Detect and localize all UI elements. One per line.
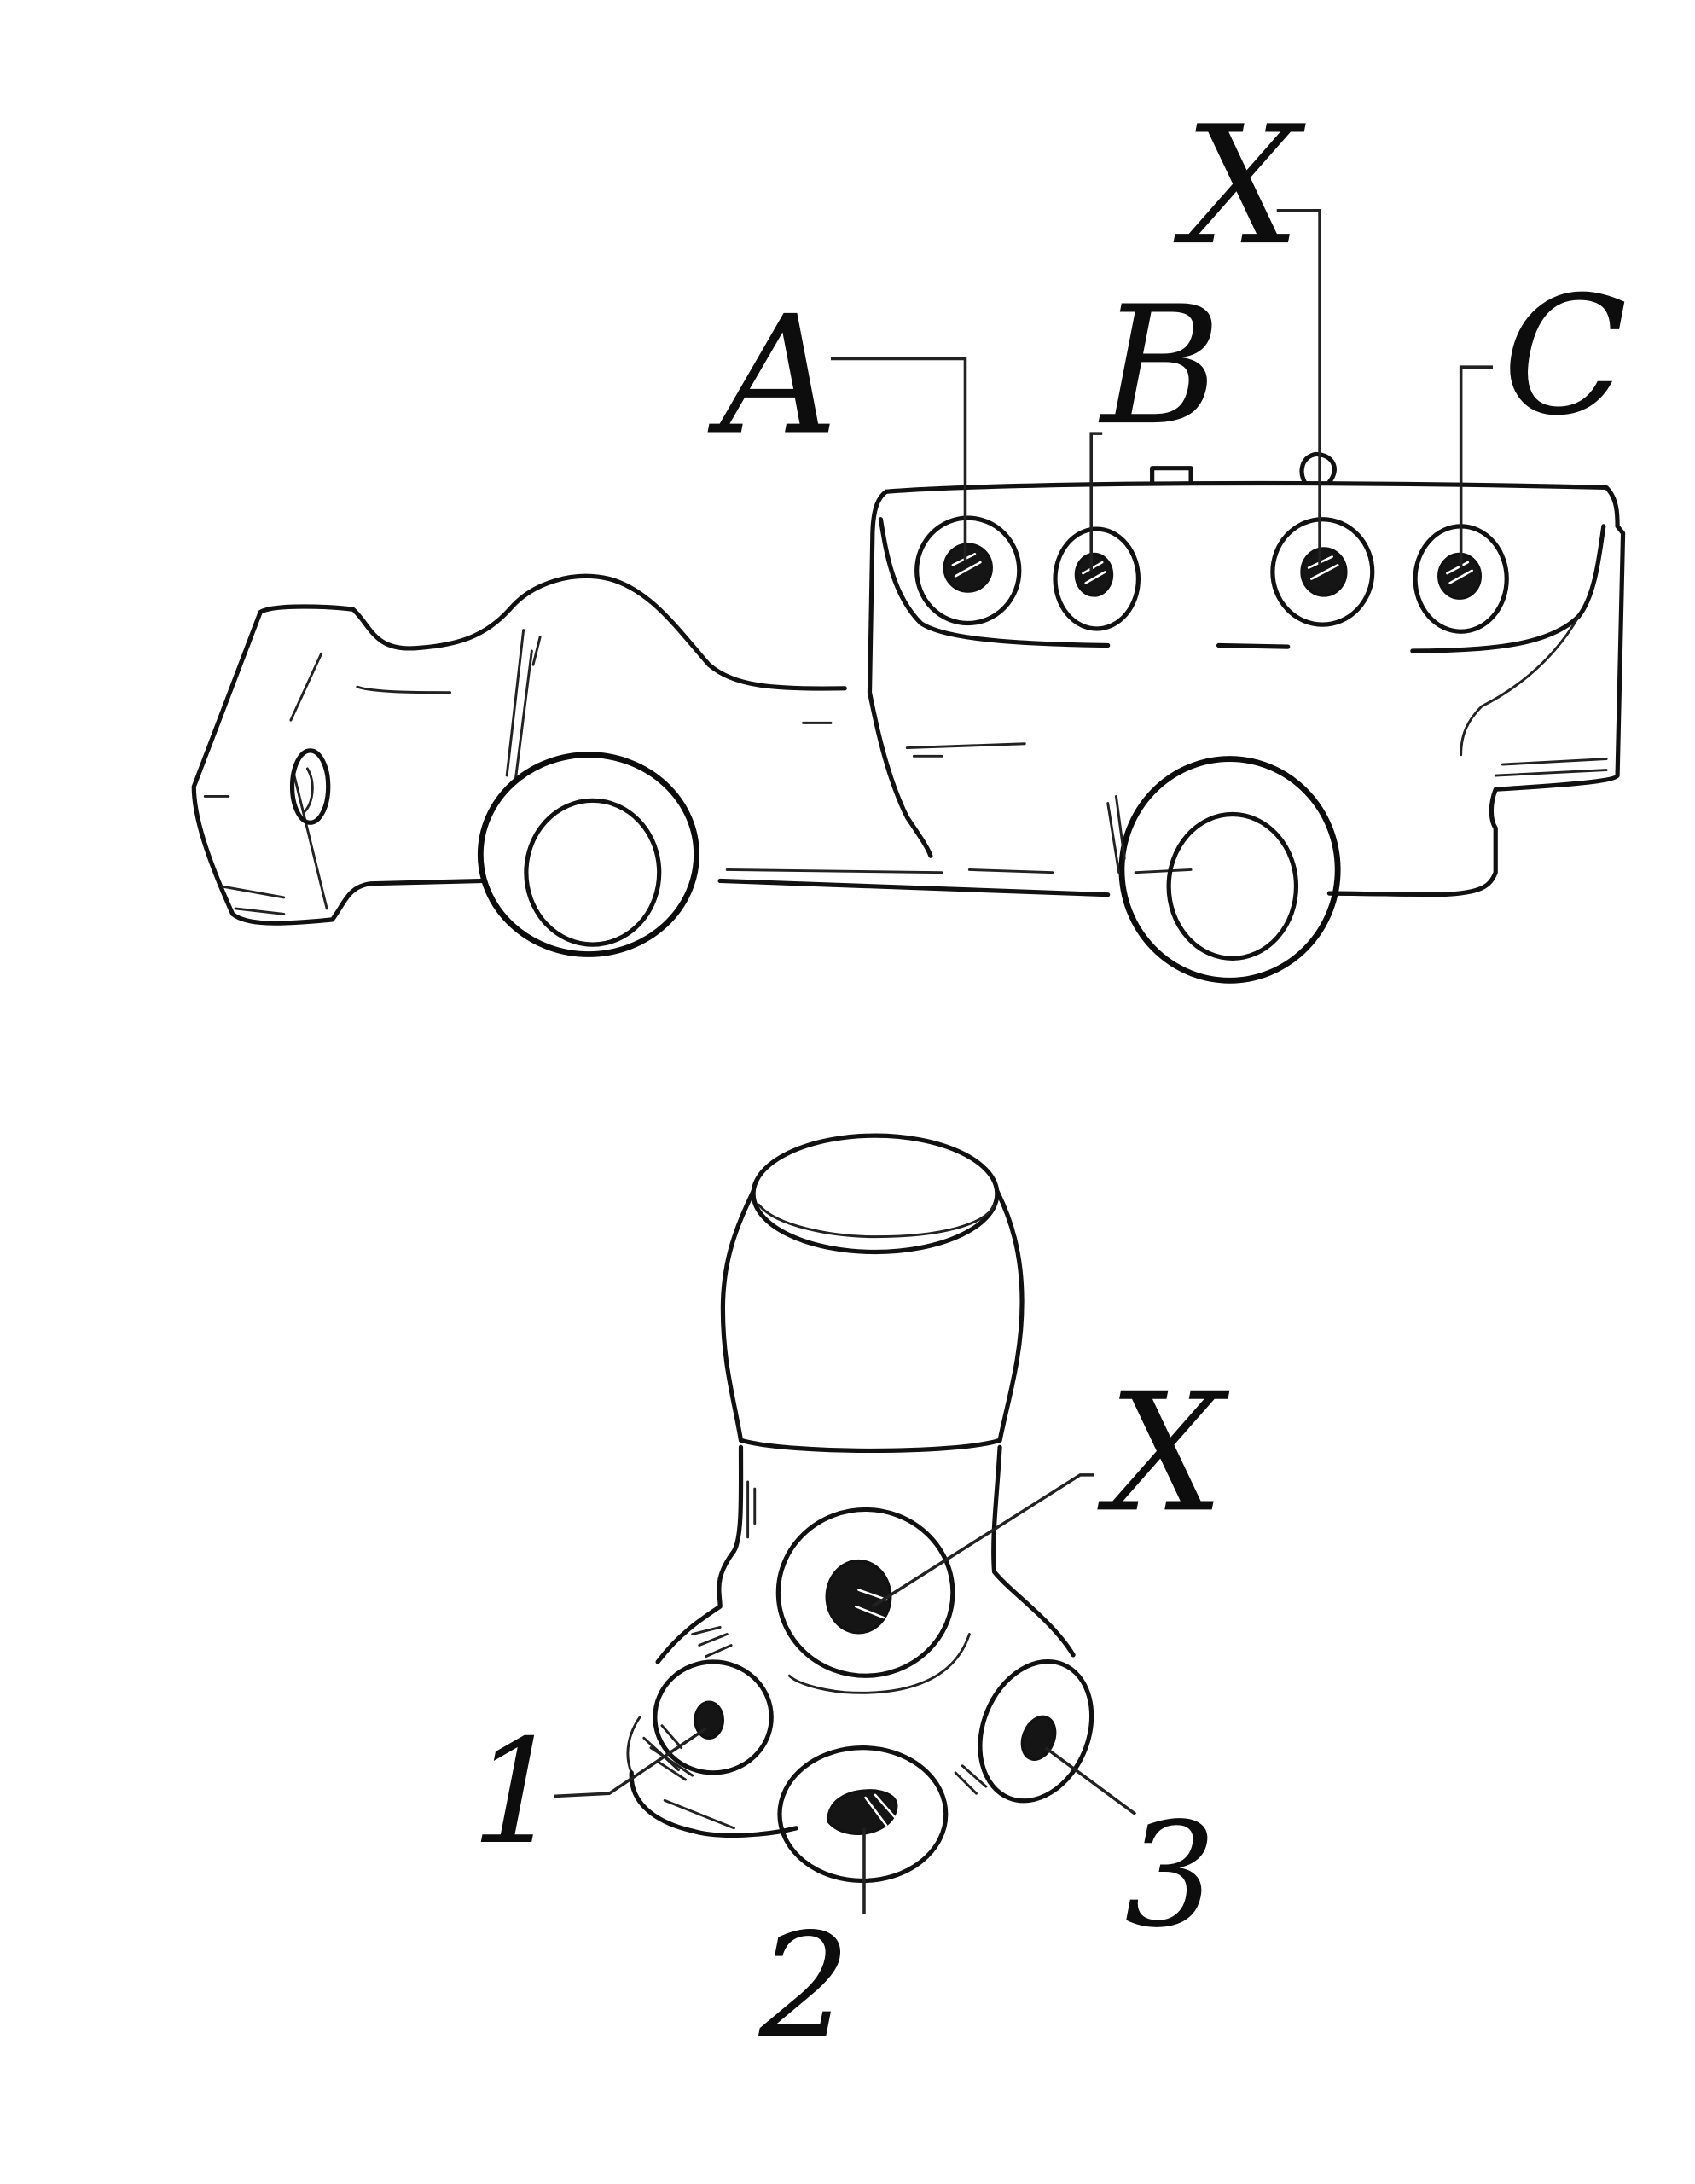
leader-x-bottom [871,1473,1094,1608]
bottom-valve-figure: X 1 2 3 [471,1133,1230,2070]
manifold-hump [507,573,847,691]
leader-c [1459,365,1493,568]
port-b[interactable] [1053,526,1141,631]
label-3: 3 [1124,1791,1216,1959]
leader-1 [554,1727,707,1798]
leader-a [831,357,967,561]
label-2: 2 [758,1902,850,2070]
label-a: A [707,281,838,471]
manifold-head [884,480,1626,897]
top-stud [1299,451,1337,485]
valve-cap-body [720,1188,1025,1443]
left-end-port [289,748,331,825]
valve-cap-top [751,1133,1000,1255]
port-a[interactable] [914,515,1022,626]
valve-body [655,1444,1076,1664]
port-x-top[interactable] [1270,517,1375,627]
manifold-left-end-edge [289,652,328,910]
port-1[interactable] [653,1659,774,1775]
leader-3 [1044,1746,1137,1816]
top-manifold-figure: A B X C [191,91,1628,984]
manifold-head-inner-panel [878,517,1606,653]
top-nub [1150,466,1193,485]
manifold-left-end [191,604,512,926]
label-x-bottom: X [1097,1358,1230,1548]
label-c: C [1502,262,1628,452]
leader-b [1089,432,1103,571]
right-wheel [1106,756,1341,984]
port-x-bottom[interactable] [775,1507,955,1678]
left-wheel [477,752,699,957]
label-x-top: X [1173,91,1306,282]
leader-x-top [1276,208,1321,566]
label-b: B [1099,271,1222,462]
port-1-shading [626,1716,694,1781]
label-1: 1 [471,1708,562,1876]
port-3[interactable] [960,1645,1112,1818]
